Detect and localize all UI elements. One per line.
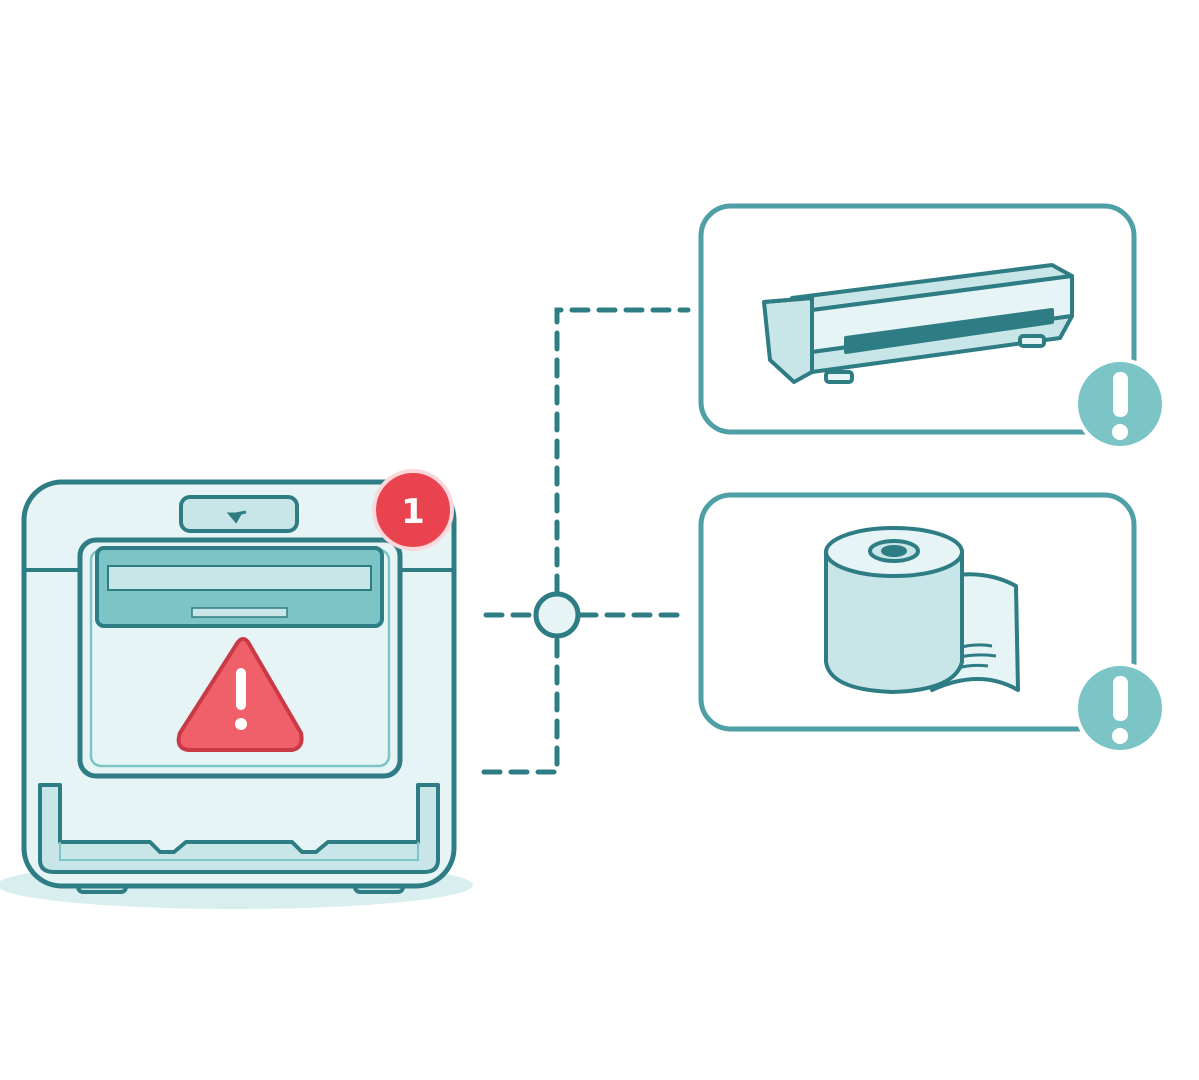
toner-card[interactable] [698, 203, 1166, 450]
notification-badge[interactable]: 1 [372, 469, 454, 551]
connector-hub-to-toner [554, 307, 691, 595]
printer-output-paper [107, 565, 372, 591]
connector-printer-to-hub [481, 635, 560, 775]
warning-triangle-icon [176, 637, 304, 752]
paper-card[interactable] [698, 492, 1166, 754]
paper-roll-icon [824, 526, 1020, 694]
notification-count: 1 [401, 492, 425, 532]
printer-tray-edge [59, 842, 419, 861]
paper-alert-exclamation-icon [1074, 662, 1166, 754]
printer-paper-tray [38, 783, 440, 874]
toner-alert-exclamation-icon [1074, 358, 1166, 450]
printer-top-button-mark [226, 510, 247, 524]
connector-lines [481, 307, 691, 775]
printer-output-light [191, 607, 288, 618]
connector-hub-node [533, 591, 581, 639]
toner-cartridge-icon [762, 263, 1074, 384]
